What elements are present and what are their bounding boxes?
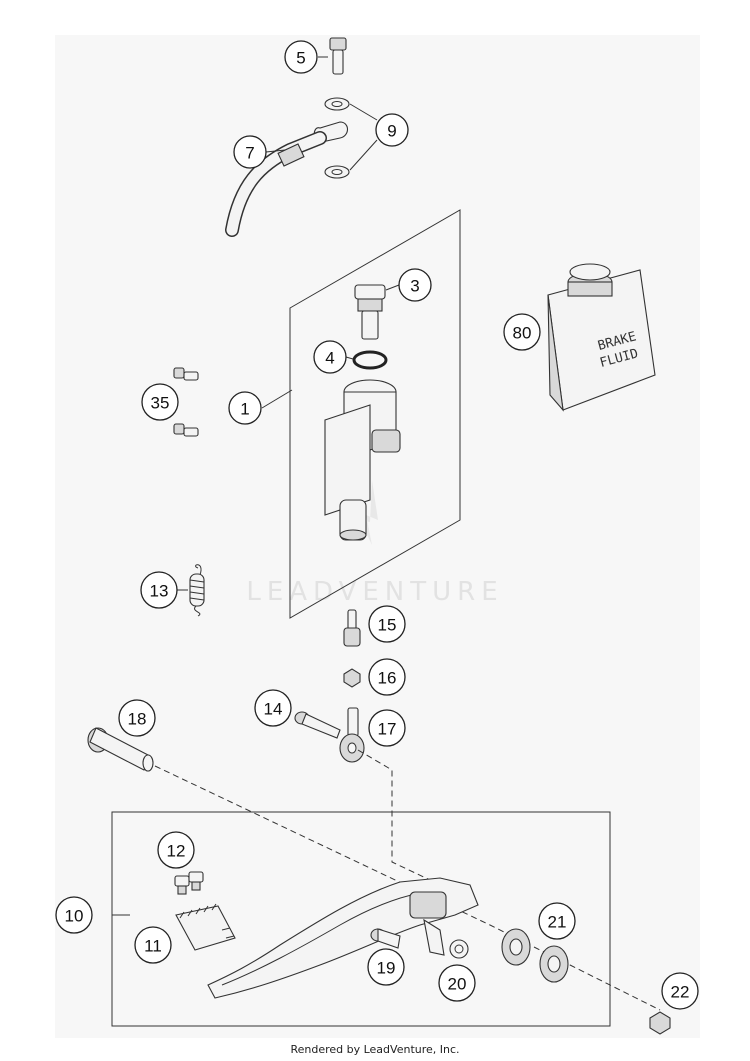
callout-19: 19 (367, 948, 405, 986)
svg-text:11: 11 (144, 937, 162, 956)
callout-17: 17 (368, 709, 406, 747)
callout-14: 14 (254, 689, 292, 727)
leader-lines (112, 56, 400, 916)
o-ring-part (352, 350, 388, 370)
svg-text:19: 19 (377, 959, 396, 978)
callout-4: 4 (313, 340, 347, 374)
nut-part (343, 668, 361, 688)
callout-11: 11 (134, 926, 172, 964)
washer-parts (324, 97, 350, 179)
callout-10: 10 (55, 896, 93, 934)
callout-20: 20 (438, 964, 476, 1002)
step-screw-parts (174, 871, 204, 895)
pivot-axis-line (154, 765, 661, 1011)
svg-text:14: 14 (264, 700, 283, 719)
brake-step-part (175, 903, 236, 951)
callout-7: 7 (233, 135, 267, 169)
svg-text:10: 10 (65, 907, 84, 926)
svg-text:21: 21 (548, 913, 567, 932)
callout-9: 9 (375, 113, 409, 147)
brake-fluid-can-part: BRAKE FLUID (547, 263, 656, 412)
callout-16: 16 (368, 658, 406, 696)
pivot-bolt-part (87, 727, 154, 772)
master-cylinder-group-outline (289, 209, 461, 619)
bushing-part (370, 928, 401, 949)
callout-5: 5 (284, 40, 318, 74)
svg-text:LEADVENTURE: LEADVENTURE (246, 577, 503, 607)
callout-18: 18 (118, 699, 156, 737)
svg-text:3: 3 (410, 277, 419, 296)
svg-text:15: 15 (378, 616, 397, 635)
callout-12: 12 (157, 831, 195, 869)
clevis-axis-line (357, 749, 431, 881)
callout-13: 13 (140, 571, 178, 609)
bearing-parts (501, 928, 569, 983)
diagram-background (55, 35, 700, 1038)
callout-1: 1 (228, 391, 262, 425)
spring-part (189, 564, 205, 617)
callout-15: 15 (368, 605, 406, 643)
push-rod-part (343, 609, 361, 647)
brake-hose-part (225, 121, 349, 237)
svg-text:16: 16 (378, 669, 397, 688)
svg-text:35: 35 (151, 394, 170, 413)
svg-text:17: 17 (378, 720, 397, 739)
svg-text:7: 7 (245, 144, 254, 163)
svg-text:80: 80 (513, 324, 532, 343)
callout-21: 21 (538, 902, 576, 940)
banjo-bolt-part (329, 37, 347, 75)
svg-text:5: 5 (296, 49, 305, 68)
svg-text:4: 4 (325, 349, 334, 368)
lever-washer-part (449, 939, 469, 959)
svg-text:9: 9 (387, 122, 396, 141)
callout-3: 3 (398, 268, 432, 302)
callout-22: 22 (661, 972, 699, 1010)
svg-text:12: 12 (167, 842, 186, 861)
brake-lever-group-outline (111, 811, 611, 1027)
reservoir-connector-part (354, 284, 386, 340)
master-cylinder-part (324, 379, 401, 541)
lever-nut-part (649, 1011, 671, 1035)
svg-text:1: 1 (240, 400, 249, 419)
callout-80: 80 (503, 313, 541, 351)
pin-part (294, 711, 341, 739)
svg-text:22: 22 (671, 983, 690, 1002)
clevis-part (339, 707, 365, 763)
callout-35: 35 (141, 383, 179, 421)
svg-text:13: 13 (150, 582, 169, 601)
svg-text:20: 20 (448, 975, 467, 994)
screw-parts (173, 367, 199, 437)
svg-text:18: 18 (128, 710, 147, 729)
footer-credit: Rendered by LeadVenture, Inc. (290, 1043, 460, 1056)
brake-lever-part (207, 877, 479, 999)
